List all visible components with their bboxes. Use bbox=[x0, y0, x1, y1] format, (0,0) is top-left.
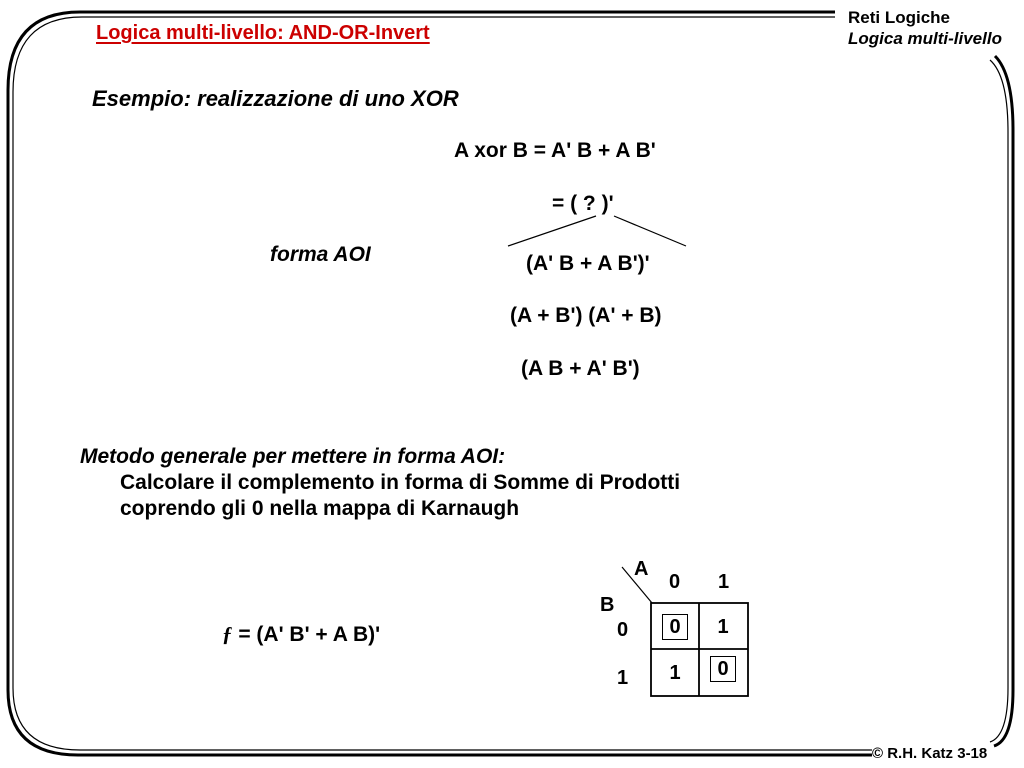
kmap-row-header-1: 1 bbox=[617, 667, 629, 689]
kmap-col-header-0: 0 bbox=[669, 571, 681, 593]
method-line-1: Calcolare il complemento in forma di Som… bbox=[120, 471, 681, 494]
kmap-col-header-1: 1 bbox=[718, 571, 730, 593]
placeholder-equation: = ( ? )' bbox=[552, 192, 614, 215]
option-equation-1: (A' B + A B')' bbox=[526, 252, 650, 275]
slide-title: Logica multi-livello: AND-OR-Invert bbox=[96, 22, 430, 44]
option-equation-3: (A B + A' B') bbox=[521, 357, 640, 380]
kmap-cell-00: 0 bbox=[652, 604, 698, 650]
footer-credit: © R.H. Katz 3-18 bbox=[872, 745, 988, 762]
xor-equation: A xor B = A' B + A B' bbox=[454, 139, 656, 162]
option-equation-2: (A + B') (A' + B) bbox=[510, 304, 662, 327]
example-heading: Esempio: realizzazione di uno XOR bbox=[92, 86, 459, 111]
kmap-cell-value: 1 bbox=[669, 661, 681, 684]
kmap-cell-value: 0 bbox=[710, 656, 736, 682]
result-formula: ƒ = (A' B' + A B)' bbox=[222, 622, 380, 647]
formula-expression: = (A' B' + A B)' bbox=[232, 623, 381, 646]
method-line-2: coprendo gli 0 nella mappa di Karnaugh bbox=[120, 497, 520, 520]
kmap-row-header-0: 0 bbox=[617, 619, 629, 641]
course-name: Reti Logiche bbox=[848, 8, 951, 27]
kmap-cell-10: 1 bbox=[652, 650, 698, 696]
kmap-var-b: B bbox=[600, 594, 615, 616]
kmap-cell-value: 1 bbox=[717, 615, 729, 638]
aoi-label: forma AOI bbox=[270, 243, 371, 266]
kmap-cell-01: 1 bbox=[700, 604, 746, 650]
topic-name: Logica multi-livello bbox=[848, 29, 1002, 48]
method-title: Metodo generale per mettere in forma AOI… bbox=[80, 445, 506, 468]
kmap-cell-11: 0 bbox=[700, 646, 746, 692]
kmap-var-a: A bbox=[634, 558, 649, 580]
function-symbol: ƒ bbox=[222, 622, 233, 646]
kmap-cell-value: 0 bbox=[662, 614, 688, 640]
